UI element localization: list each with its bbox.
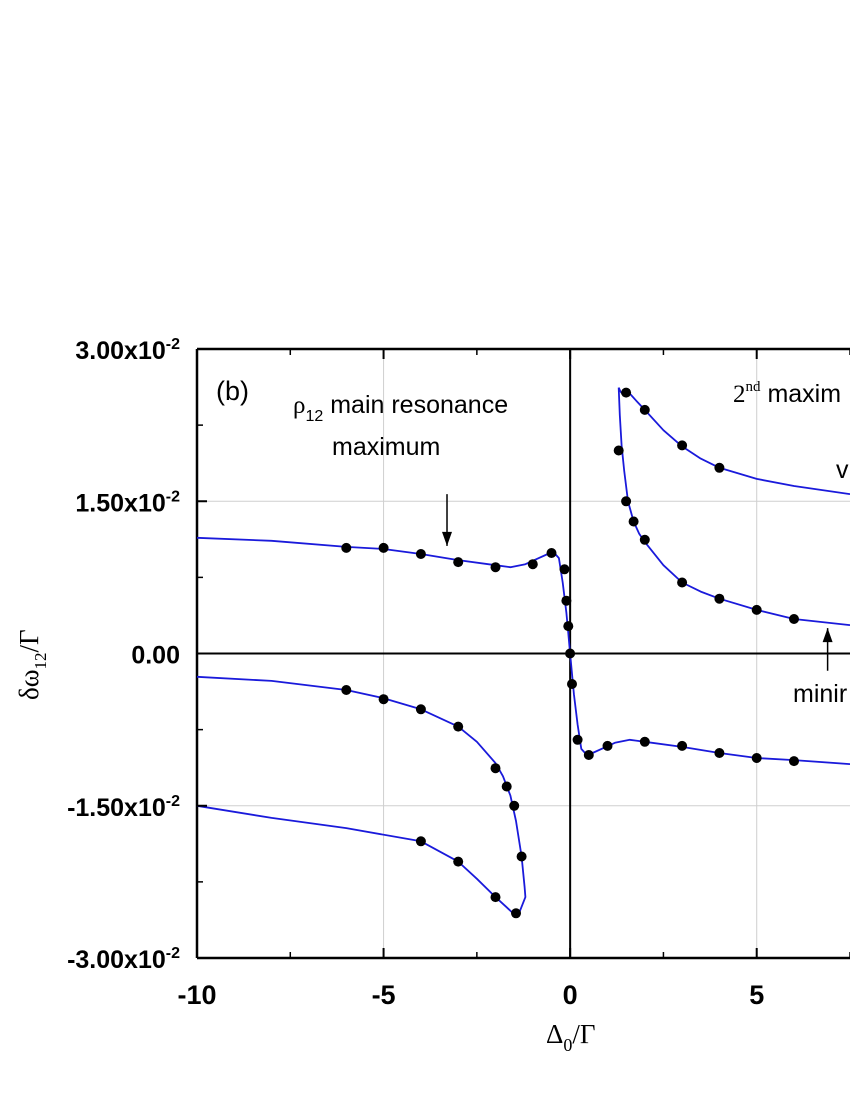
data-point-23 — [453, 721, 464, 732]
data-point-11 — [567, 679, 577, 689]
data-point-6 — [546, 548, 557, 558]
data-point-34 — [639, 404, 650, 415]
annotation-arrow-main-resonance — [442, 494, 453, 546]
data-point-40 — [677, 577, 688, 588]
data-point-20 — [341, 685, 352, 695]
data-point-42 — [751, 604, 762, 615]
data-point-33 — [621, 387, 632, 398]
data-point-36 — [714, 462, 725, 473]
annotation-edge-mark: v — [836, 456, 849, 484]
data-point-22 — [415, 704, 426, 715]
data-point-32 — [613, 445, 624, 456]
data-point-8 — [561, 595, 572, 606]
series-line-2 — [196, 675, 527, 916]
annotation-minimum: minir — [793, 680, 847, 708]
y-axis-label: δω12/Γ — [14, 629, 50, 700]
data-point-4 — [490, 562, 501, 573]
data-point-37 — [621, 496, 632, 507]
series-line-4 — [617, 387, 850, 626]
y-tick-label-3: -1.50x10-2 — [67, 793, 180, 822]
data-point-28 — [511, 908, 521, 919]
data-point-30 — [453, 856, 464, 867]
x-tick-label-0: -10 — [177, 980, 216, 1010]
y-tick-label-0: 3.00x10-2 — [75, 336, 180, 365]
x-tick-label-3: 5 — [749, 980, 764, 1010]
markers — [341, 387, 799, 919]
curves — [196, 387, 850, 916]
data-point-38 — [628, 516, 639, 527]
data-point-19 — [789, 756, 799, 767]
data-point-13 — [583, 750, 594, 760]
x-tick-label-2: 0 — [563, 980, 578, 1010]
y-tick-label-1: 1.50x10-2 — [75, 488, 180, 517]
series-line-0 — [196, 536, 571, 654]
data-point-0 — [341, 542, 352, 553]
data-point-7 — [559, 564, 570, 575]
annotation-arrow-minimum — [822, 628, 833, 671]
data-point-29 — [490, 892, 501, 903]
data-point-16 — [677, 740, 688, 751]
data-point-1 — [378, 542, 389, 553]
data-point-43 — [789, 614, 799, 624]
data-point-35 — [677, 440, 688, 451]
data-point-26 — [509, 800, 520, 811]
annotation-main-resonance-line2: maximum — [332, 433, 440, 461]
data-point-15 — [639, 736, 650, 747]
x-tick-label-1: -5 — [372, 980, 396, 1010]
data-point-17 — [714, 748, 725, 758]
arrow-main-head — [442, 531, 453, 546]
data-point-25 — [501, 781, 512, 792]
data-point-10 — [565, 648, 576, 659]
data-point-5 — [527, 559, 538, 570]
y-tick-label-2: 0.00 — [131, 642, 180, 670]
data-point-39 — [639, 534, 650, 545]
data-point-31 — [415, 836, 426, 847]
data-point-3 — [453, 557, 464, 568]
ticks: -10 -5 0 5 3.00x10-2 1.50x10-2 0.00 -1.50x10-2 -… — [67, 336, 850, 1010]
data-point-12 — [572, 734, 583, 745]
annotation-main-resonance-line1: ρ12 main resonance — [293, 391, 508, 425]
y-tick-label-4: -3.00x10-2 — [67, 945, 180, 974]
x-axis-label: Δ0/Γ — [546, 1019, 596, 1055]
data-point-2 — [415, 549, 426, 559]
data-point-41 — [714, 593, 725, 604]
data-point-27 — [516, 851, 527, 862]
data-point-24 — [490, 763, 501, 774]
data-point-14 — [602, 740, 613, 751]
panel-label: (b) — [216, 376, 249, 406]
arrow-min-head — [822, 628, 833, 643]
data-point-21 — [378, 694, 389, 705]
annotation-second-max: 2nd maxim — [733, 379, 841, 408]
data-point-18 — [751, 753, 762, 763]
data-point-9 — [563, 621, 574, 632]
